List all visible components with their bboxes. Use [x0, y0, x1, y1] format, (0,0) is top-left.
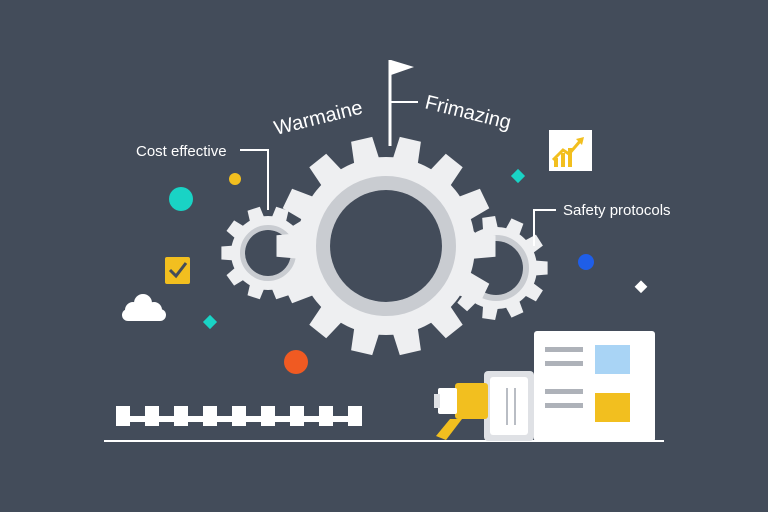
- growth-chart-icon: [549, 130, 592, 171]
- cloud-icon: [122, 294, 166, 321]
- safety-leader-line: [533, 209, 556, 246]
- document-icon: [534, 331, 655, 442]
- teal-diamond-bottom: [202, 314, 218, 330]
- main-gear: [276, 136, 496, 356]
- cost-leader-line: [240, 149, 269, 210]
- cost-effective-label: Cost effective: [136, 143, 227, 160]
- robotic-arm-icon: [434, 371, 534, 441]
- white-diamond: [634, 280, 648, 294]
- blue-dot: [578, 254, 594, 270]
- gear-main-hub-ring: [316, 176, 456, 316]
- warmaine-label: Warmaine: [272, 97, 365, 140]
- frimazing-label: Frimazing: [423, 92, 514, 135]
- teal-diamond-top: [510, 168, 526, 184]
- flag-icon: [388, 60, 418, 146]
- checklist-icon: [165, 257, 190, 284]
- teal-dot: [169, 187, 193, 211]
- safety-protocols-label: Safety protocols: [563, 202, 671, 219]
- gear-main-hub-hole: [330, 190, 442, 302]
- conveyor-track: [116, 406, 362, 426]
- orange-dot: [284, 350, 308, 374]
- yellow-dot: [229, 173, 241, 185]
